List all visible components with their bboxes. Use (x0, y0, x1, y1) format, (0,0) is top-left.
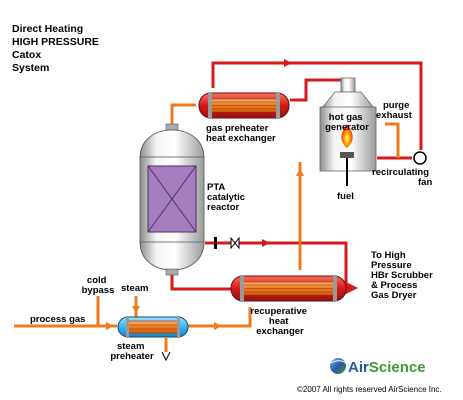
steam-preheater-core (127, 320, 179, 334)
recirculating-fan-label: recirculating fan (372, 167, 432, 188)
airscience-logo: AirScience (330, 358, 426, 376)
process-gas-label: process gas (30, 314, 85, 325)
warm-pipes (14, 103, 400, 352)
pipe-preheater-to-reactor (170, 103, 196, 125)
arrow-to-recuperative (214, 322, 222, 330)
catalytic-reactor (139, 123, 205, 276)
title-line-4: System (12, 62, 49, 74)
recirculating-fan-icon (413, 151, 427, 165)
reactor-bottom-nozzle (165, 268, 179, 276)
arrow-recuperative-up (296, 168, 304, 176)
hot-gas-generator (319, 77, 377, 186)
arrow-steam-down (132, 306, 140, 314)
burner (340, 152, 354, 158)
arrow-process-gas (106, 322, 114, 330)
diagram-title: Direct Heating HIGH PRESSURE Catox Syste… (12, 23, 102, 74)
arrow-top-loop (284, 59, 292, 67)
fuel-label: fuel (337, 191, 354, 202)
copyright-notice: ©2007 All rights reserved AirScience Inc… (297, 385, 442, 394)
recuperative-exchanger (230, 275, 347, 302)
generator-hood (321, 91, 375, 109)
flow-arrows (106, 59, 304, 330)
title-line-1: Direct Heating (12, 23, 83, 35)
generator-stack (340, 77, 356, 93)
steam-label: steam (121, 283, 148, 294)
steam-preheater (117, 316, 189, 362)
svg-text:AirScience: AirScience (348, 359, 426, 376)
recuperative-label: recuperative heat exchanger (250, 306, 309, 337)
logo-science: Science (369, 359, 426, 376)
reactor-bottom-cap (139, 241, 205, 271)
pipe-purge-exhaust (385, 122, 400, 158)
logo-air: Air (348, 359, 369, 376)
pipe-reactor-outlet (205, 241, 348, 288)
gas-preheater-label: gas preheater heat exchanger (206, 123, 276, 144)
pipe-reactor-to-recuperative (170, 271, 231, 291)
pipe-steam-to-recuperative (188, 307, 252, 328)
reactor-label: PTA catalytic reactor (207, 182, 248, 213)
gas-preheater-flange-left (208, 92, 212, 119)
title-line-2: HIGH PRESSURE (12, 36, 99, 48)
purge-exhaust-label: purge exhaust (376, 100, 413, 121)
arrow-reactor-outlet (262, 239, 270, 247)
reactor-top-cap (139, 129, 205, 159)
pipe-recirc-top (211, 61, 423, 150)
steam-preheater-label: steam preheater (110, 341, 154, 362)
reactor-top-nozzle (165, 123, 179, 131)
condensate-trap-icon (161, 351, 171, 362)
flame-icon (341, 124, 353, 148)
title-line-3: Catox (12, 49, 41, 61)
gas-preheater-exchanger (198, 92, 290, 119)
cold-bypass-label: cold bypass (82, 275, 115, 296)
to-high-pressure-label: To High Pressure HBr Scrubber & Process … (371, 250, 435, 301)
hot-gas-generator-label: hot gas generator (325, 112, 369, 133)
gas-preheater-flange-right (276, 92, 280, 119)
outlet-valve-icon (214, 236, 240, 250)
